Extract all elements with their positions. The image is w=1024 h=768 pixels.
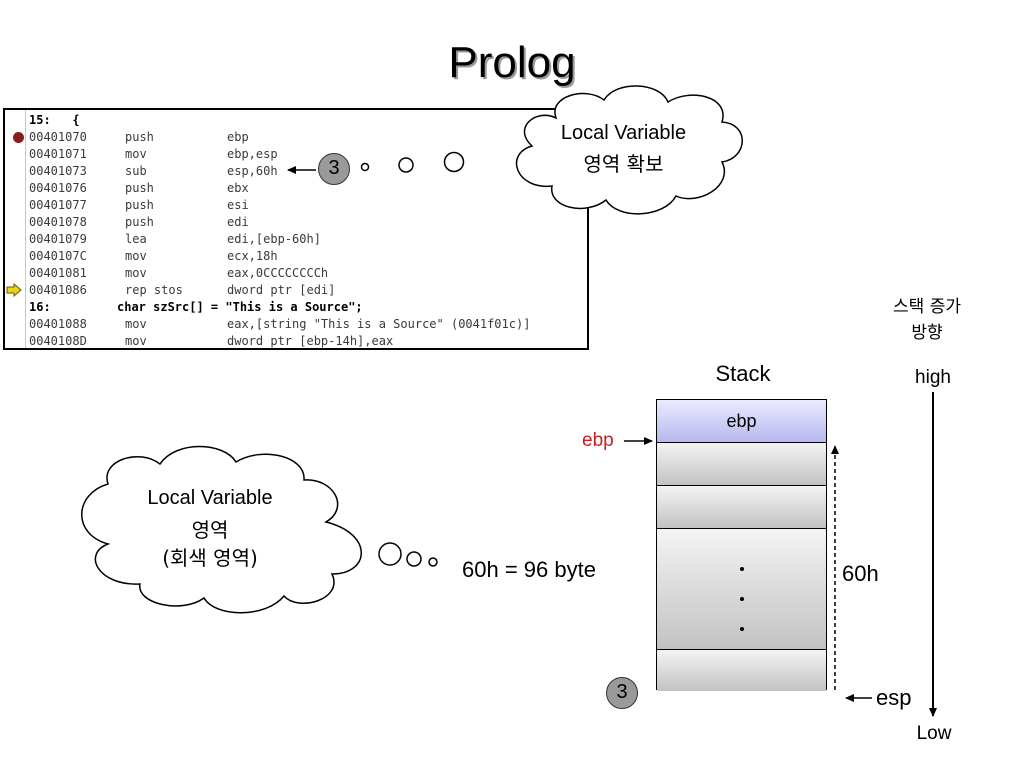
- breakpoint-gutter[interactable]: [5, 110, 26, 348]
- asm-operand: ebp,esp: [227, 147, 278, 161]
- asm-operand: eax,0CCCCCCCCh: [227, 266, 329, 280]
- asm-mnemonic: push: [125, 198, 154, 212]
- thought-bubbles-left: [378, 542, 438, 567]
- asm-mnemonic: push: [125, 181, 154, 195]
- cloud-left-line2: 영역: [191, 518, 229, 542]
- asm-operand: ecx,18h: [227, 249, 278, 263]
- page-title: Prolog: [448, 38, 576, 87]
- thought-bubbles-top: [360, 151, 465, 173]
- asm-mnemonic: push: [125, 215, 154, 229]
- asm-address: 00401070: [29, 130, 87, 144]
- growth-label-line2: 방향: [911, 323, 943, 343]
- asm-address: 00401086: [29, 283, 87, 297]
- source-line-number: 15: {: [29, 113, 80, 127]
- growth-label-line1: 스택 증가: [893, 297, 961, 317]
- asm-operand: esp,60h: [227, 164, 278, 178]
- size-label: 60h = 96 byte: [462, 557, 596, 582]
- asm-mnemonic: sub: [125, 164, 147, 178]
- stack-title: Stack: [715, 361, 771, 386]
- asm-mnemonic: mov: [125, 249, 147, 263]
- ellipsis-dot: [740, 627, 744, 631]
- asm-address: 00401077: [29, 198, 87, 212]
- asm-address: 00401073: [29, 164, 87, 178]
- asm-address: 0040107C: [29, 249, 87, 263]
- asm-operand: eax,[string "This is a Source" (0041f01c…: [227, 317, 531, 331]
- asm-operand: ebp: [227, 130, 249, 144]
- asm-mnemonic: mov: [125, 147, 147, 161]
- step-badge-stack: 3: [606, 677, 638, 709]
- step-badge-code: 3: [318, 153, 350, 185]
- asm-address: 00401088: [29, 317, 87, 331]
- asm-operand: edi: [227, 215, 249, 229]
- stack-slot: [657, 486, 826, 529]
- breakpoint-icon[interactable]: [13, 132, 24, 143]
- stack-slot: [657, 650, 826, 691]
- asm-mnemonic: mov: [125, 317, 147, 331]
- source-code: char szSrc[] = "This is a Source";: [117, 300, 363, 314]
- asm-operand: dword ptr [ebp-14h],eax: [227, 334, 394, 348]
- ellipsis-dot: [740, 597, 744, 601]
- stack-slot-large: [657, 529, 826, 650]
- asm-operand: ebx: [227, 181, 249, 195]
- asm-mnemonic: mov: [125, 266, 147, 280]
- asm-address: 00401071: [29, 147, 87, 161]
- asm-operand: edi,[ebp-60h]: [227, 232, 321, 246]
- stack-column: ebp: [656, 399, 827, 691]
- asm-mnemonic: rep stos: [125, 283, 183, 297]
- asm-mnemonic: push: [125, 130, 154, 144]
- asm-mnemonic: mov: [125, 334, 147, 348]
- cloud-left-line3: (회색 영역): [162, 546, 258, 570]
- asm-address: 00401078: [29, 215, 87, 229]
- esp-pointer-label: esp: [876, 685, 912, 710]
- disassembly-window: 15: { 00401070 push ebp 00401071 mov ebp,esp 00…: [3, 108, 589, 350]
- cloud-top-line1: Local Variable: [560, 122, 687, 144]
- stack-slot-ebp: ebp: [657, 400, 826, 443]
- span-label: 60h: [842, 561, 879, 586]
- asm-address: 00401079: [29, 232, 87, 246]
- cloud-top-line2: 영역 확보: [583, 152, 664, 176]
- low-label: Low: [916, 723, 952, 744]
- high-label: high: [915, 367, 951, 388]
- stack-slot-ebp-label: ebp: [726, 411, 757, 431]
- source-line-number: 16:: [29, 300, 51, 314]
- asm-mnemonic: lea: [125, 232, 147, 246]
- asm-address: 0040108D: [29, 334, 87, 348]
- asm-operand: esi: [227, 198, 249, 212]
- cloud-top: [515, 85, 743, 215]
- cloud-left: [81, 445, 362, 614]
- current-instruction-arrow-icon: [6, 283, 22, 297]
- cloud-left-line1: Local Variable: [147, 487, 273, 509]
- asm-operand: dword ptr [edi]: [227, 283, 336, 297]
- asm-address: 00401081: [29, 266, 87, 280]
- stack-slot: [657, 443, 826, 486]
- ellipsis-dot: [740, 567, 744, 571]
- asm-address: 00401076: [29, 181, 87, 195]
- ebp-pointer-label: ebp: [582, 430, 614, 451]
